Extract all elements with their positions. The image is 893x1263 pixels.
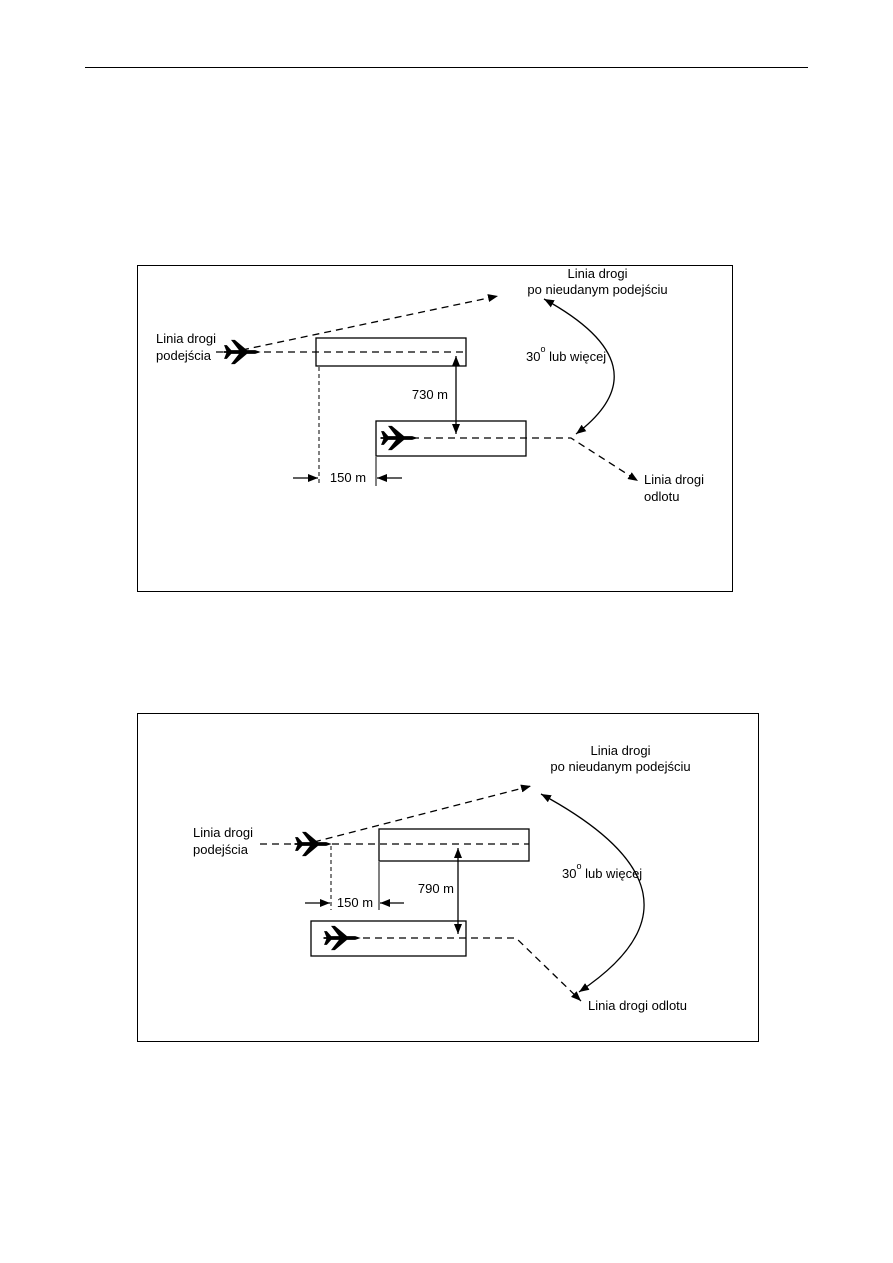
degree-symbol: o [576, 860, 582, 871]
angle-label: 30o lub więcej [562, 861, 643, 882]
angle-value: 30 [562, 866, 577, 881]
horizontal-dimension-label: 150 m [329, 470, 367, 485]
missed-approach-label-line1: Linia drogi [590, 743, 651, 758]
missed-approach-label-line2: po nieudanym podejściu [550, 759, 691, 774]
figure2-drawing [260, 784, 645, 1002]
missed-approach-label: Linia drogi po nieudanym podejściu [505, 266, 690, 298]
figure1-drawing [216, 294, 639, 486]
angle-label: 30o lub więcej [526, 344, 607, 365]
approach-label-line1: Linia drogi [156, 331, 216, 346]
departure-label-line1: Linia drogi [644, 472, 704, 487]
angle-arc [543, 298, 615, 435]
vertical-dimension-label: 790 m [417, 881, 454, 896]
airplane-icon [294, 831, 332, 857]
angle-arc [540, 793, 645, 993]
approach-label-line2: podejścia [156, 348, 211, 363]
approach-label-line1: Linia drogi [193, 825, 253, 840]
missed-approach-track-line [313, 784, 532, 843]
approach-label: Linia drogi podejścia [156, 330, 216, 364]
degree-symbol: o [540, 343, 546, 354]
missed-approach-label: Linia drogi po nieudanym podejściu [528, 743, 713, 775]
vertical-dimension-label: 730 m [411, 387, 448, 402]
departure-label-line2: odlotu [644, 489, 680, 504]
missed-approach-track-line [241, 294, 499, 351]
horizontal-dimension-label: 150 m [336, 895, 374, 910]
approach-label-line2: podejścia [193, 842, 248, 857]
angle-text: lub więcej [581, 866, 643, 881]
departure-track-line [327, 937, 582, 1002]
departure-label: Linia drogi odlotu [588, 998, 688, 1013]
approach-label: Linia drogi podejścia [193, 824, 253, 858]
figure-runway-separation-2: Linia drogi po nieudanym podejściu Linia… [137, 713, 759, 1042]
departure-label: Linia drogi odlotu [644, 471, 704, 505]
runway-1 [378, 828, 530, 862]
figure-runway-separation-1: Linia drogi po nieudanym podejściu Linia… [137, 265, 733, 592]
header-rule [85, 67, 808, 68]
airplane-icon [223, 339, 261, 365]
missed-approach-label-line2: po nieudanym podejściu [527, 282, 668, 297]
departure-track-line [388, 437, 639, 482]
missed-approach-label-line1: Linia drogi [567, 266, 628, 281]
angle-value: 30 [526, 349, 541, 364]
angle-text: lub więcej [545, 349, 607, 364]
